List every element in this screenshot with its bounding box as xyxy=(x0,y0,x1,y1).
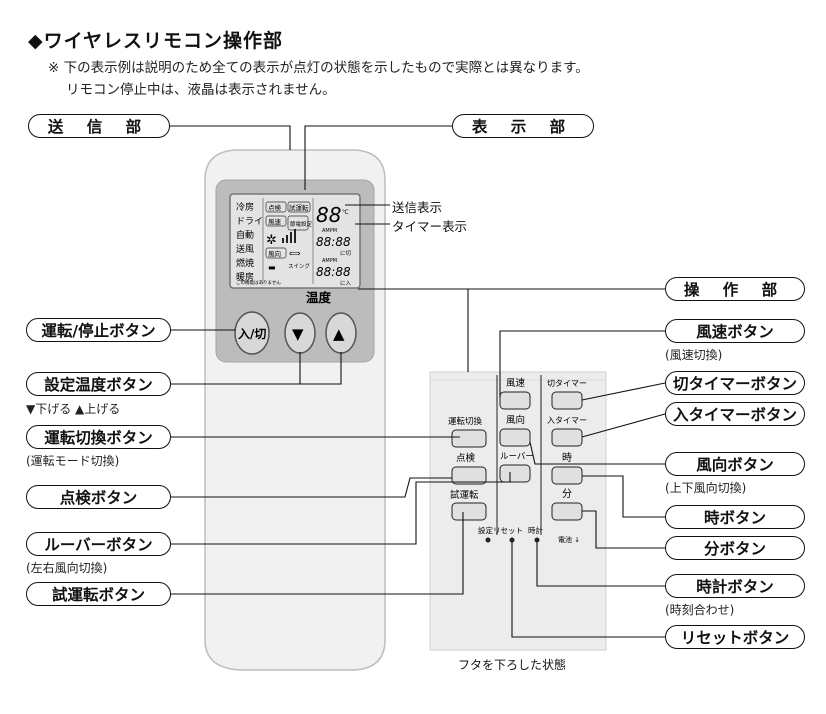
callout-wind-dir-sub: (上下風向切換) xyxy=(665,481,747,495)
lcd-swing: スイング xyxy=(288,262,311,270)
callout-power: 運転/停止ボタン xyxy=(26,318,171,342)
lcd-on: に入 xyxy=(340,280,352,287)
svg-text:風速: 風速 xyxy=(506,378,526,389)
callout-off-timer: 切タイマーボタン xyxy=(665,371,805,395)
callout-temp-sub: ▼下げる ▲上げる xyxy=(26,402,121,416)
hour-button xyxy=(551,466,583,485)
send-indicator-label: 送信表示 xyxy=(392,200,443,215)
power-button xyxy=(234,311,270,355)
lcd-footer: この機能はありません xyxy=(236,279,281,286)
svg-text:▼: ▼ xyxy=(292,325,304,343)
svg-text:▬: ▬ xyxy=(268,263,276,272)
timer-indicator-label: タイマー表示 xyxy=(392,219,468,234)
lcd-badge: 風向 xyxy=(268,249,281,258)
svg-text:ルーバー: ルーバー xyxy=(500,452,534,462)
callout-mode: 運転切換ボタン xyxy=(26,425,171,449)
lcd-mode: 冷房 xyxy=(236,201,254,213)
lcd-badge: 節電設定 xyxy=(290,220,313,228)
note-line-2: リモコン停止中は、液晶は表示されません。 xyxy=(66,82,336,98)
off-timer-button xyxy=(551,391,583,410)
lcd-badge: 風速 xyxy=(268,218,282,226)
lcd-mode: 自動 xyxy=(236,229,254,241)
callout-clock: 時計ボタン xyxy=(665,574,805,598)
callout-reset: リセットボタン xyxy=(665,625,805,649)
callout-temp: 設定温度ボタン xyxy=(26,372,171,396)
mode-button xyxy=(451,429,487,448)
svg-text:風向: 風向 xyxy=(506,414,525,426)
note-line-1: ※ 下の表示例は説明のため全ての表示が点灯の状態を示したもので実際とは異なります… xyxy=(48,60,589,76)
callout-wind-dir: 風向ボタン xyxy=(665,452,805,476)
svg-text:⟺: ⟺ xyxy=(289,249,301,258)
svg-text:設定リセット: 設定リセット xyxy=(478,525,523,535)
callout-check: 点検ボタン xyxy=(26,485,171,509)
lcd-time: 88:88 xyxy=(316,265,351,279)
callout-on-timer: 入タイマーボタン xyxy=(665,402,805,426)
svg-text:試運転: 試運転 xyxy=(450,489,479,501)
lcd-off: に切 xyxy=(340,250,352,257)
callout-louver-sub: (左右風向切換) xyxy=(26,561,108,575)
lcd-mode: 送風 xyxy=(236,243,254,255)
callout-louver: ルーバーボタン xyxy=(26,532,171,556)
callout-hour: 時ボタン xyxy=(665,505,805,529)
svg-text:AMPM: AMPM xyxy=(322,258,337,264)
svg-text:時: 時 xyxy=(562,452,572,464)
svg-text:▲: ▲ xyxy=(333,325,345,343)
section-display: 表 示 部 xyxy=(452,114,594,138)
svg-text:入タイマー: 入タイマー xyxy=(547,416,587,425)
svg-text:切タイマー: 切タイマー xyxy=(547,379,587,388)
wind-dir-button xyxy=(499,428,531,447)
check-button xyxy=(451,466,487,485)
section-operation: 操 作 部 xyxy=(665,277,805,301)
lcd-badge: 点検 xyxy=(268,203,282,212)
lcd-badge: 試運転 xyxy=(289,203,309,212)
on-timer-button xyxy=(551,428,583,447)
callout-clock-sub: (時刻合わせ) xyxy=(665,603,735,617)
svg-text:電池 ↓: 電池 ↓ xyxy=(558,535,580,544)
section-transmit: 送 信 部 xyxy=(28,114,170,138)
callout-fan-speed: 風速ボタン xyxy=(665,319,805,343)
minute-button xyxy=(551,502,583,521)
lcd-unit: ℃ xyxy=(342,209,349,216)
lcd-mode: ドライ xyxy=(236,216,263,227)
inner-panel-caption: フタを下ろした状態 xyxy=(458,658,567,672)
lcd-digits: 88 xyxy=(316,203,341,227)
lcd-mode: 暖房 xyxy=(236,271,254,283)
callout-mode-sub: (運転モード切換) xyxy=(26,454,120,468)
fan-speed-button xyxy=(499,391,531,410)
svg-text:点検: 点検 xyxy=(456,452,476,464)
callout-minute: 分ボタン xyxy=(665,536,805,560)
louver-button xyxy=(499,464,531,483)
page-title: ◆ワイヤレスリモコン操作部 xyxy=(28,30,284,52)
lcd-time: 88:88 xyxy=(316,235,351,249)
callout-fan-speed-sub: (風速切換) xyxy=(665,348,723,362)
lcd-mode: 燃焼 xyxy=(236,257,254,269)
svg-text:分: 分 xyxy=(562,488,572,500)
fan-icon: ✲ xyxy=(266,233,277,248)
temp-label: 温度 xyxy=(306,290,332,305)
svg-text:時計: 時計 xyxy=(528,525,543,535)
svg-text:運転切換: 運転切換 xyxy=(448,416,483,427)
test-run-button xyxy=(451,502,487,521)
lcd-ampm: AMPM xyxy=(322,228,337,234)
svg-text:入/切: 入/切 xyxy=(238,327,266,341)
callout-test-run: 試運転ボタン xyxy=(26,582,171,606)
